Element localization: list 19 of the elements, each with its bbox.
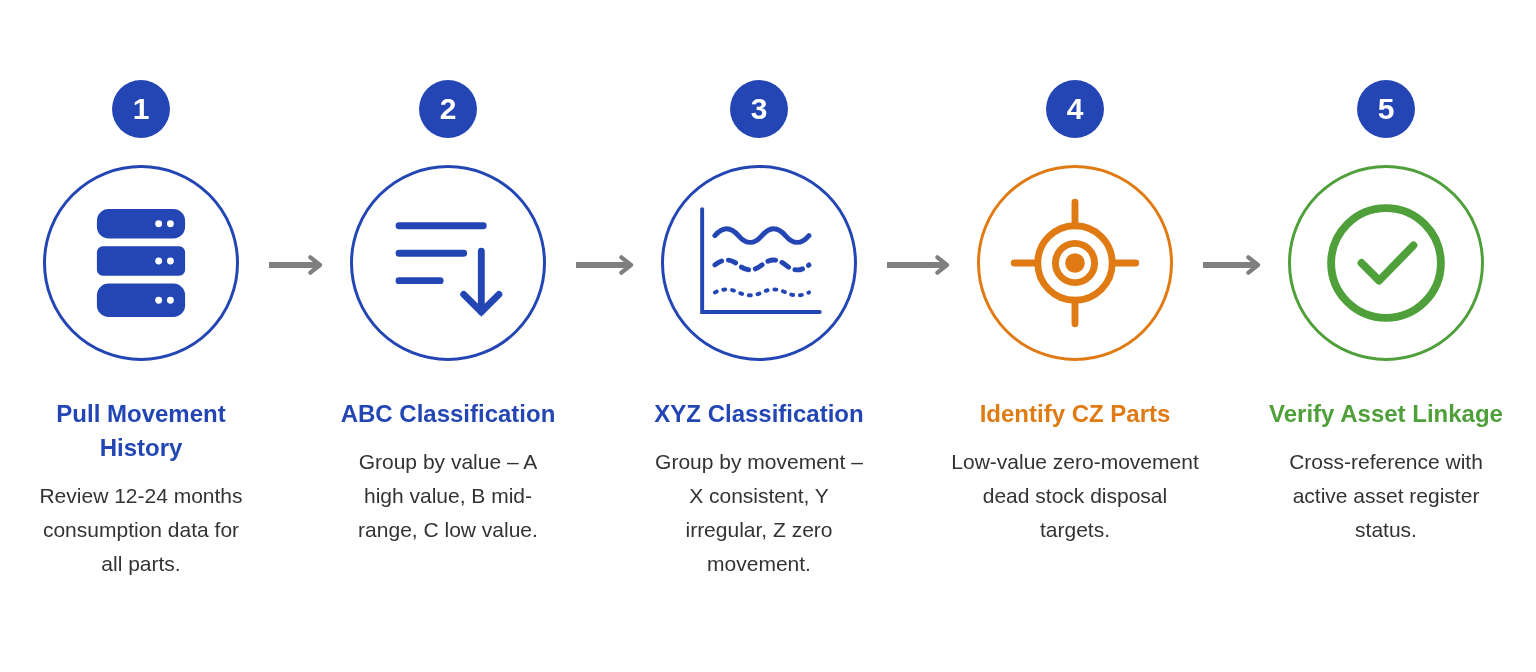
step-description: Low-value zero-movement dead stock disposal targets. — [950, 449, 1200, 543]
step-title: Identify CZ Parts — [978, 399, 1172, 429]
step-number-badge: 5 — [1357, 80, 1415, 138]
step-title: Pull Movement History — [55, 399, 227, 463]
arrow — [887, 255, 950, 275]
step-description: Group by value – A high value, B mid-range, C low value. — [358, 449, 538, 543]
step-number-badge: 1 — [112, 80, 170, 138]
step-number-badge: 4 — [1046, 80, 1104, 138]
step-description: Cross-reference with active asset register status. — [1288, 449, 1484, 543]
arrow — [269, 255, 323, 275]
arrow — [576, 255, 634, 275]
step-title: XYZ Classification — [653, 399, 865, 429]
step-description: Group by movement – X consistent, Y irregular, Z zero movement. — [654, 449, 864, 577]
arrow — [1203, 255, 1261, 275]
step-title: Verify Asset Linkage — [1268, 399, 1504, 429]
step-number-badge: 2 — [419, 80, 477, 138]
step-number-badge: 3 — [730, 80, 788, 138]
step-description: Review 12-24 months consumption data for all parts. — [38, 483, 244, 577]
step-title: ABC Classification — [339, 399, 557, 429]
